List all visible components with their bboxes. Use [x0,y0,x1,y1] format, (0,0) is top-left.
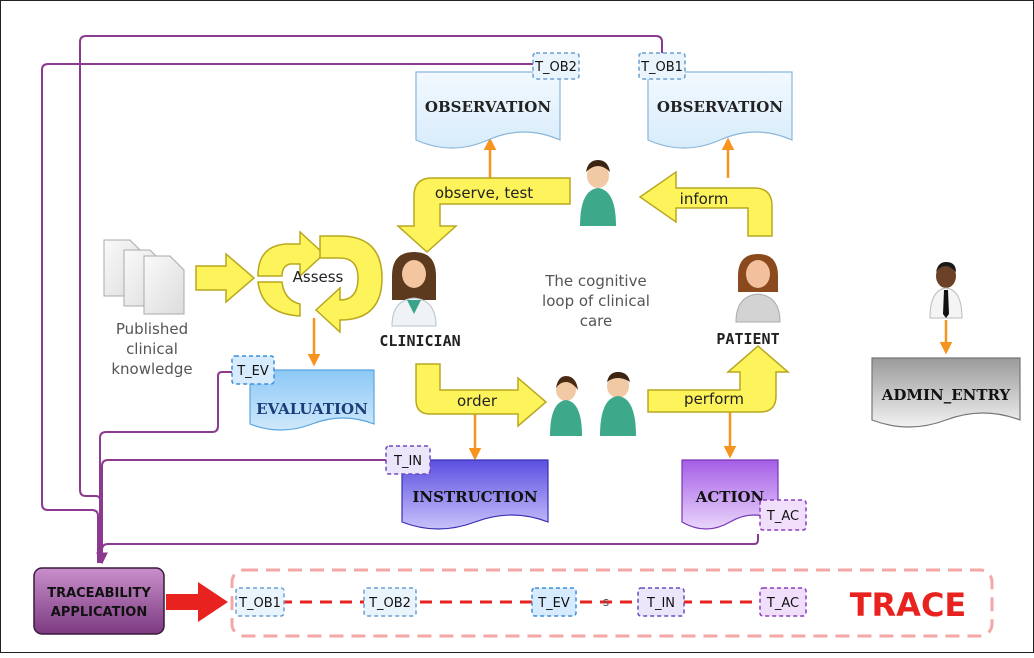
trace-tag-t-in: T_IN [637,587,685,617]
trace-tag-t-ob1: T_OB1 [235,587,285,617]
svg-text:T_AC: T_AC [766,596,799,611]
link-ob1 [79,35,663,563]
orange-arrows [307,137,953,461]
assess-arrow-bottom [257,281,301,317]
nurse-pair-icon [550,372,636,436]
doc-admin-entry: ADMIN_ENTRY [871,357,1021,428]
clinician-label: CLINICIAN [379,332,460,350]
trace-tag-t-ev: T_EV [531,587,577,617]
doc-title: ADMIN_ENTRY [881,386,1011,404]
assess-arrow-top [257,230,326,278]
trace-separator: s [603,595,609,609]
arrow-perform [647,345,791,413]
svg-text:T_EV: T_EV [236,364,269,379]
clinician-icon [391,252,437,327]
svg-text:T_OB1: T_OB1 [640,60,683,75]
assess-arrow-right [314,235,383,334]
tag-t-ob2: T_OB2 [532,52,580,80]
trace-app-line1: TRACEABILITY [47,586,151,601]
trace-tag-t-ob2: T_OB2 [363,587,417,617]
trace-container [230,568,994,638]
doc-observation-right: OBSERVATION [647,71,793,149]
svg-text:T_IN: T_IN [393,454,422,469]
tag-t-ev: T_EV [231,355,275,385]
yellow-arrows [195,170,791,428]
label-assess: Assess [293,268,344,286]
loop-caption-line2: loop of clinical [542,292,650,310]
loop-caption-line1: The cognitive [544,272,646,290]
doc-observation-left: OBSERVATION [415,71,561,149]
doc-title: ACTION [695,488,765,506]
link-ev [99,371,232,563]
arrow-order [415,363,548,428]
link-ac [96,534,759,565]
traceability-application-box: TRACEABILITY APPLICATION [33,567,165,635]
loop-caption-line3: care [580,312,613,330]
svg-text:T_AC: T_AC [766,509,799,524]
link-ob2 [41,63,533,563]
arrow-inform [638,170,773,237]
label-order: order [457,392,498,410]
doc-title: OBSERVATION [425,98,551,116]
label-inform: inform [680,190,729,208]
arrow-observe-test [396,177,571,254]
svg-text:T_OB1: T_OB1 [238,596,281,611]
doc-title: INSTRUCTION [412,488,537,506]
tag-t-in: T_IN [385,445,431,475]
doc-title: OBSERVATION [657,98,783,116]
doc-action: ACTION [681,459,779,530]
link-in [101,459,386,563]
tag-t-ac: T_AC [759,499,807,531]
nurse-icon [580,160,616,226]
knowledge-label-line3: knowledge [111,360,192,378]
doc-title: EVALUATION [256,400,368,418]
patient-icon [735,254,781,323]
tag-t-ob1: T_OB1 [638,52,686,80]
svg-text:T_OB2: T_OB2 [534,60,577,75]
svg-text:T_IN: T_IN [646,596,675,611]
trace-links [41,35,759,565]
arrow-knowledge-assess [195,252,256,304]
knowledge-label-line1: Published [116,320,188,338]
label-observe-test: observe, test [435,184,533,202]
patient-label: PATIENT [716,330,779,348]
label-perform: perform [684,390,744,408]
admin-person-icon [929,262,963,319]
trace-app-line2: APPLICATION [51,605,147,620]
doc-instruction: INSTRUCTION [401,459,549,530]
published-knowledge-icon [103,239,185,315]
trace-label: TRACE [850,586,967,624]
knowledge-label-line2: clinical [126,340,178,358]
doc-evaluation: EVALUATION [249,369,375,431]
trace-tag-t-ac: T_AC [759,587,807,617]
trace-red-arrow [166,582,228,622]
svg-text:T_OB2: T_OB2 [368,596,411,611]
svg-text:T_EV: T_EV [537,596,570,611]
